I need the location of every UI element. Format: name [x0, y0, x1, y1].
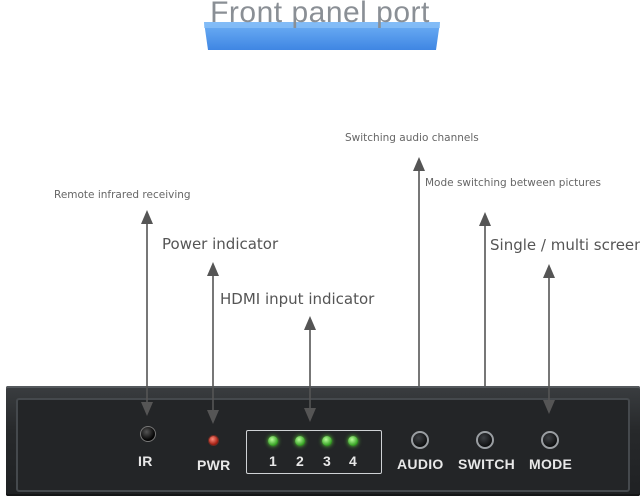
- arrow-hdmi-head-bottom: [304, 408, 316, 422]
- pwr-label: PWR: [197, 457, 231, 473]
- arrow-pwr-head-bottom: [207, 410, 219, 424]
- arrow-pwr-head-top: [207, 262, 219, 276]
- callout-mode-label: Single / multi screen sw: [490, 236, 640, 254]
- callout-ir-label: Remote infrared receiving: [54, 189, 191, 201]
- arrow-audio-head: [413, 157, 425, 171]
- page-title: Front panel port: [210, 0, 430, 29]
- mode-button[interactable]: [541, 431, 559, 449]
- ir-label: IR: [138, 453, 153, 469]
- audio-button[interactable]: [411, 431, 429, 449]
- hdmi-number-2: 2: [296, 453, 304, 469]
- arrow-mode-head-bottom: [543, 400, 555, 414]
- hdmi-indicator-group: [246, 430, 382, 474]
- hdmi-number-1: 1: [269, 453, 277, 469]
- audio-label: AUDIO: [397, 456, 444, 472]
- arrow-switch-head: [479, 212, 491, 226]
- hdmi-number-3: 3: [323, 453, 331, 469]
- arrow-ir-head-top: [141, 210, 153, 224]
- hdmi-led-1-icon: [268, 436, 278, 446]
- ir-receiver-icon: [140, 426, 156, 442]
- callout-audio-label: Switching audio channels: [345, 132, 479, 144]
- hdmi-led-3-icon: [322, 436, 332, 446]
- arrow-ir-head-bottom: [141, 402, 153, 416]
- callout-switch-label: Mode switching between pictures: [425, 177, 601, 189]
- switch-label: SWITCH: [458, 456, 516, 472]
- hdmi-led-2-icon: [295, 436, 305, 446]
- arrow-hdmi-head-top: [304, 316, 316, 330]
- switch-button[interactable]: [476, 431, 494, 449]
- hdmi-led-4-icon: [348, 436, 358, 446]
- title-banner-shape: [204, 22, 440, 50]
- arrow-mode-head-top: [543, 264, 555, 278]
- callout-pwr-label: Power indicator: [162, 235, 279, 253]
- power-led-icon: [208, 435, 219, 446]
- hdmi-number-4: 4: [349, 453, 357, 469]
- mode-label: MODE: [529, 456, 573, 472]
- callout-hdmi-label: HDMI input indicator: [220, 290, 375, 308]
